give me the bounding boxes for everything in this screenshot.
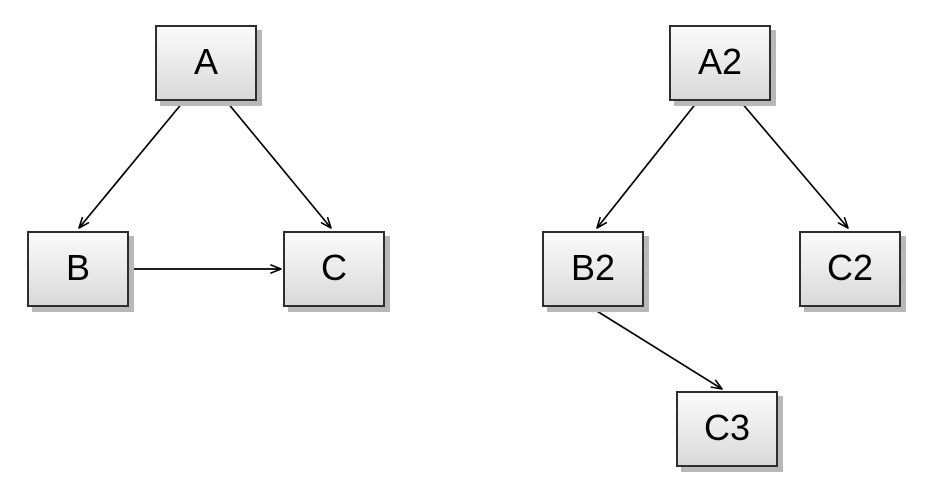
node-C[interactable]: C (283, 231, 385, 307)
node-B[interactable]: B (27, 231, 129, 307)
node-C3[interactable]: C3 (676, 391, 778, 467)
node-label: A2 (697, 40, 743, 82)
node-A2[interactable]: A2 (669, 25, 771, 101)
edge-A2-to-C2[interactable] (740, 101, 849, 229)
node-label: C3 (703, 406, 751, 448)
edge-A2-to-B2[interactable] (596, 101, 698, 229)
node-label: A (193, 40, 218, 82)
node-label: B (65, 246, 90, 288)
edge-B2-to-C3[interactable] (591, 307, 723, 390)
node-label: B2 (570, 246, 616, 288)
node-B2[interactable]: B2 (542, 231, 644, 307)
node-label: C2 (826, 246, 874, 288)
node-label: C (321, 246, 347, 288)
node-C2[interactable]: C2 (799, 231, 901, 307)
edge-A-to-C[interactable] (226, 101, 332, 229)
edge-group (78, 101, 849, 390)
node-A[interactable]: A (155, 25, 257, 101)
edge-A-to-B[interactable] (78, 101, 184, 229)
